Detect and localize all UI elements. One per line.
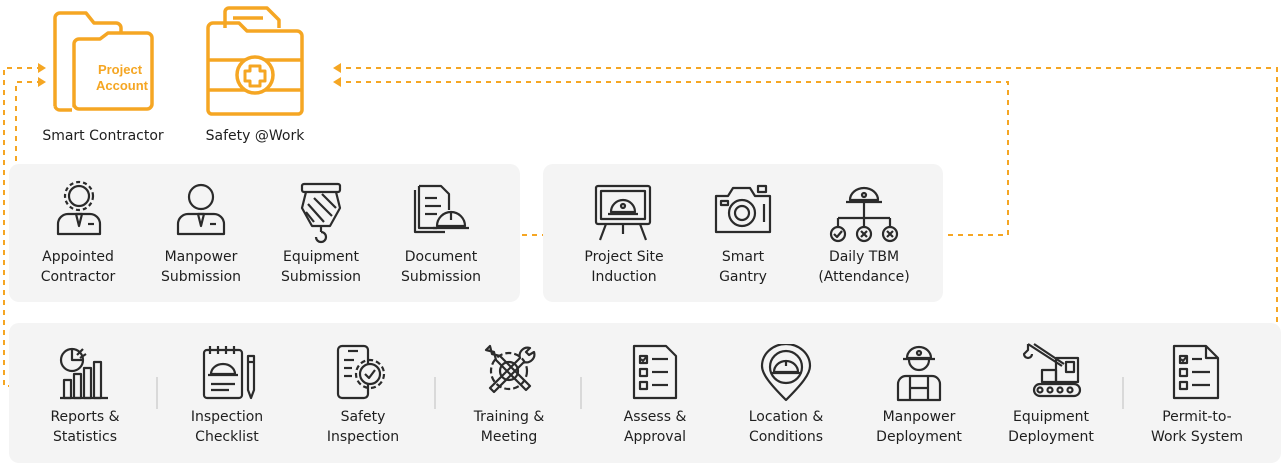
project-site-induction-label: Project Site Induction [584, 249, 664, 285]
separator [434, 377, 436, 409]
manpower-submission-label: Manpower Submission [160, 249, 242, 285]
location-conditions-label: Location & Conditions [748, 409, 824, 445]
permit-list-icon [1172, 344, 1220, 400]
permit-to-work-label: Permit-to- Work System [1150, 409, 1244, 445]
attendance-tree-icon [829, 186, 899, 243]
location-helmet-icon [760, 344, 812, 402]
construction-worker-icon [896, 345, 942, 402]
document-submission-label: Document Submission [400, 249, 482, 285]
separator [580, 377, 582, 409]
document-helmet-icon [413, 184, 469, 234]
appointed-contractor-icon [56, 180, 102, 236]
worker-icon [176, 183, 226, 236]
crane-hook-icon [300, 182, 342, 244]
manpower-deployment-label: Manpower Deployment [876, 409, 962, 445]
separator [1122, 377, 1124, 409]
separator [156, 377, 158, 409]
medical-folder-icon [206, 6, 304, 116]
folder-icon: Project Account [53, 11, 154, 112]
safety-inspection-label: Safety Inspection [326, 409, 400, 445]
folder-text-project: Project [98, 62, 143, 77]
inspection-checklist-label: Inspection Checklist [190, 409, 264, 445]
reports-chart-icon [59, 347, 108, 400]
appointed-contractor-label: Appointed Contractor [40, 249, 116, 285]
camera-icon [714, 184, 772, 234]
assess-approval-label: Assess & Approval [623, 409, 687, 445]
tools-gear-icon [484, 344, 536, 394]
phone-gear-icon [336, 344, 386, 400]
induction-screen-icon [594, 184, 652, 241]
smart-contractor-label: Smart Contractor [42, 128, 164, 144]
reports-statistics-label: Reports & Statistics [50, 409, 120, 445]
equipment-deployment-label: Equipment Deployment [1008, 409, 1094, 445]
folder-text-account: Account [96, 78, 149, 93]
smart-gantry-label: Smart Gantry [719, 249, 767, 285]
excavator-icon [1022, 343, 1082, 398]
daily-tbm-label: Daily TBM (Attendance) [818, 249, 910, 285]
training-meeting-label: Training & Meeting [473, 409, 545, 445]
safety-at-work-label: Safety @Work [205, 128, 305, 144]
equipment-submission-label: Equipment Submission [280, 249, 362, 285]
clipboard-helmet-icon [202, 346, 256, 400]
checklist-doc-icon [632, 344, 678, 400]
